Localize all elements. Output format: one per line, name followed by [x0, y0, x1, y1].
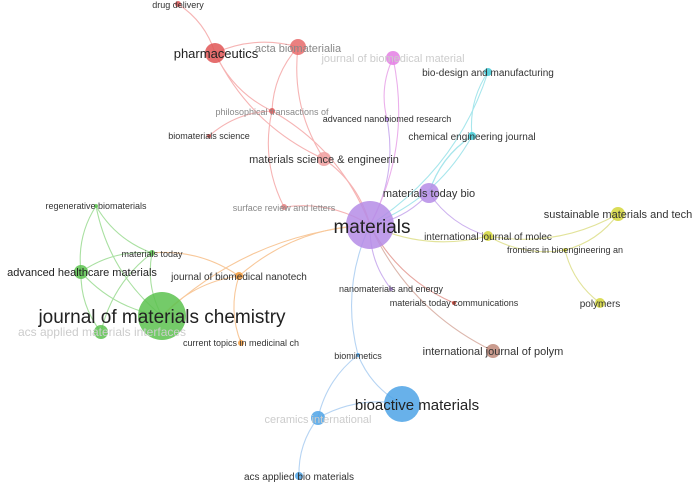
- node-label-mattoday[interactable]: materials today: [121, 249, 183, 259]
- node-jmc[interactable]: [138, 292, 186, 340]
- node-label-jbm[interactable]: journal of biomedical material: [320, 53, 464, 65]
- node-mse[interactable]: [317, 152, 331, 166]
- edge-materials-biodesign: [369, 71, 489, 226]
- node-biomimetics[interactable]: [356, 353, 360, 357]
- node-label-acta[interactable]: acta biomaterialia: [255, 43, 342, 55]
- labels-layer: materials journal of materials chemistry b…: [7, 0, 692, 483]
- node-label-srl[interactable]: surface review and letters: [233, 203, 336, 213]
- node-ahm[interactable]: [74, 265, 88, 279]
- node-sustainable[interactable]: [611, 207, 625, 221]
- node-label-jmc[interactable]: journal of materials chemistry: [37, 307, 286, 328]
- node-label-mtc[interactable]: materials today communications: [390, 298, 519, 308]
- node-jbm[interactable]: [386, 51, 400, 65]
- node-ijpolym[interactable]: [486, 344, 500, 358]
- node-biomsci[interactable]: [207, 134, 211, 138]
- edge-biodesign-chemeng: [470, 71, 489, 137]
- node-materials[interactable]: [346, 201, 394, 249]
- node-label-ctmc[interactable]: current topics in medicinal ch: [183, 338, 299, 348]
- node-label-mtb[interactable]: materials today bio: [383, 188, 475, 200]
- node-label-biodesign[interactable]: bio-design and manufacturing: [422, 68, 554, 79]
- edge-pharmaceutics-mse: [214, 52, 325, 160]
- node-label-jbmn[interactable]: journal of biomedical nanotech: [170, 272, 307, 283]
- edge-biomimetics-ceramics: [317, 354, 359, 419]
- edge-ijmolec-sustainable: [487, 213, 619, 240]
- node-ctmc[interactable]: [238, 340, 244, 346]
- node-label-nanoen[interactable]: nanomaterials and energy: [339, 284, 444, 294]
- edge-ceramics-acsbio: [298, 417, 319, 477]
- node-acta[interactable]: [290, 39, 306, 55]
- node-label-regen[interactable]: regenerative biomaterials: [45, 201, 147, 211]
- edge-regen-mattoday: [95, 205, 153, 254]
- edge-philo-biomsci: [208, 110, 273, 137]
- node-label-sustainable[interactable]: sustainable materials and tech: [544, 209, 693, 221]
- node-mattoday[interactable]: [149, 250, 155, 256]
- edge-mattoday-ahm: [80, 252, 153, 273]
- node-label-acsami[interactable]: acs applied materials interfaces: [18, 325, 186, 339]
- node-jbmn[interactable]: [235, 272, 243, 280]
- node-nanoen[interactable]: [389, 287, 393, 291]
- edge-mattoday-acsami: [100, 252, 153, 333]
- node-ijmolec[interactable]: [483, 231, 493, 241]
- node-label-biomimetics[interactable]: biomimetics: [334, 351, 382, 361]
- node-label-ijpolym[interactable]: international journal of polym: [423, 346, 564, 358]
- node-regen[interactable]: [94, 204, 98, 208]
- node-label-acsbio[interactable]: acs applied bio materials: [244, 472, 354, 483]
- node-label-pharmaceutics[interactable]: pharmaceutics: [174, 46, 259, 61]
- node-label-philo[interactable]: philosophical transactions of: [215, 107, 329, 117]
- node-label-materials[interactable]: materials: [333, 217, 410, 238]
- node-mtb[interactable]: [419, 183, 439, 203]
- node-acsbio[interactable]: [295, 472, 303, 480]
- edge-acta-mse: [296, 46, 325, 160]
- node-label-ceramics[interactable]: ceramics international: [265, 414, 372, 426]
- edge-jbmn-mattoday: [151, 251, 240, 277]
- node-anr[interactable]: [385, 117, 389, 121]
- edge-jbmn-ctmc: [233, 275, 242, 344]
- edge-materials-jmc: [161, 224, 371, 317]
- node-acsami[interactable]: [94, 325, 108, 339]
- node-label-ijmolec[interactable]: international journal of molec: [424, 232, 552, 243]
- node-bioactive[interactable]: [384, 386, 420, 422]
- node-label-drug[interactable]: drug delivery: [152, 0, 204, 10]
- node-mtc[interactable]: [452, 301, 456, 305]
- node-philo[interactable]: [269, 108, 275, 114]
- node-drug[interactable]: [175, 1, 181, 7]
- edge-frontiers-polymers: [564, 249, 601, 304]
- node-label-mse[interactable]: materials science & engineerin: [249, 154, 399, 166]
- edge-acta-philo: [271, 46, 299, 112]
- node-srl[interactable]: [281, 204, 287, 210]
- node-polymers[interactable]: [595, 298, 605, 308]
- edge-regen-ahm: [79, 205, 97, 273]
- node-frontiers[interactable]: [563, 248, 567, 252]
- node-chemeng[interactable]: [468, 132, 476, 140]
- edge-ijmolec-frontiers: [487, 235, 566, 253]
- node-label-chemeng[interactable]: chemical engineering journal: [408, 132, 535, 143]
- node-ceramics[interactable]: [311, 411, 325, 425]
- node-label-frontiers[interactable]: frontiers in bioengineering an: [507, 245, 623, 255]
- node-label-biomsci[interactable]: biomaterials science: [168, 131, 250, 141]
- node-label-ahm[interactable]: advanced healthcare materials: [7, 267, 157, 279]
- node-label-anr[interactable]: advanced nanobiomed research: [323, 114, 452, 124]
- node-label-polymers[interactable]: polymers: [580, 299, 621, 310]
- node-label-bioactive[interactable]: bioactive materials: [355, 397, 479, 414]
- edge-jbm-anr: [383, 57, 394, 120]
- node-biodesign[interactable]: [484, 68, 492, 76]
- edge-pharmaceutics-philo: [214, 52, 273, 112]
- nodes-layer: [74, 1, 625, 480]
- node-pharmaceutics[interactable]: [205, 43, 225, 63]
- edge-philo-srl: [267, 110, 285, 208]
